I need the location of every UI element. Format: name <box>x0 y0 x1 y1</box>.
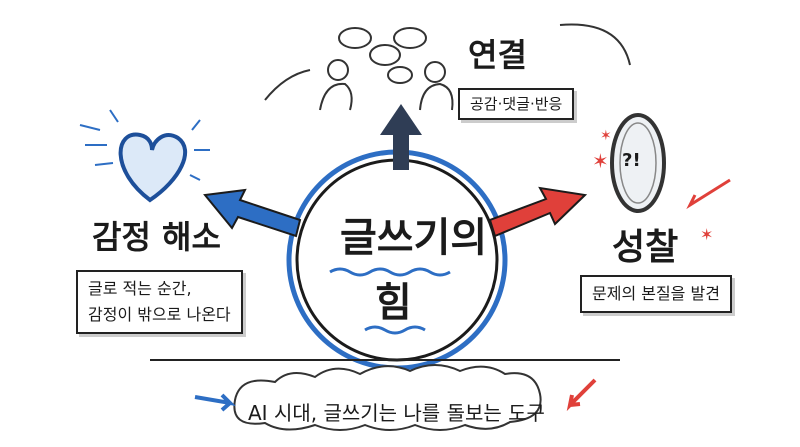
star-icon: ✶ ✶ ✶ <box>592 128 713 244</box>
red-arrow <box>566 378 597 412</box>
curved-arrow <box>264 69 311 101</box>
emotion-detail-line2: 감정이 밖으로 나온다 <box>88 305 231 324</box>
red-arrow <box>686 178 731 210</box>
heart-icon <box>118 132 188 203</box>
reflection-detail: 문제의 본질을 발견 <box>580 275 732 313</box>
center-title-line1: 글쓰기의 <box>340 215 488 261</box>
svg-text:✶: ✶ <box>700 225 713 244</box>
caption-cloud <box>233 364 542 431</box>
svg-text:✶: ✶ <box>592 149 609 173</box>
underline-wave <box>364 325 426 335</box>
connection-detail: 공감·댓글·반응 <box>458 88 575 120</box>
connection-title: 연결 <box>468 36 527 74</box>
emotion-detail-line1: 글로 적는 순간, <box>88 279 192 298</box>
reflection-title: 성찰 <box>612 227 679 268</box>
underline-wave <box>329 267 451 277</box>
mirror-icon <box>610 113 666 213</box>
footer-caption: AI 시대, 글쓰기는 나를 돌보는 도구 <box>248 401 545 425</box>
arrow-left-icon <box>203 188 302 238</box>
svg-text:✶: ✶ <box>600 128 612 144</box>
mirror-text: ?! <box>622 150 641 171</box>
blue-arrow <box>194 393 236 412</box>
center-title-line2: 힘 <box>375 280 412 326</box>
curved-arrow <box>559 23 631 66</box>
sparkle-lines <box>79 109 210 181</box>
arrow-up-icon <box>380 104 422 170</box>
people-talking-icon <box>319 27 454 111</box>
arrow-right-icon <box>488 186 588 238</box>
emotion-title: 감정 해소 <box>92 218 221 256</box>
emotion-detail-box: 글로 적는 순간, 감정이 밖으로 나온다 <box>76 270 243 334</box>
